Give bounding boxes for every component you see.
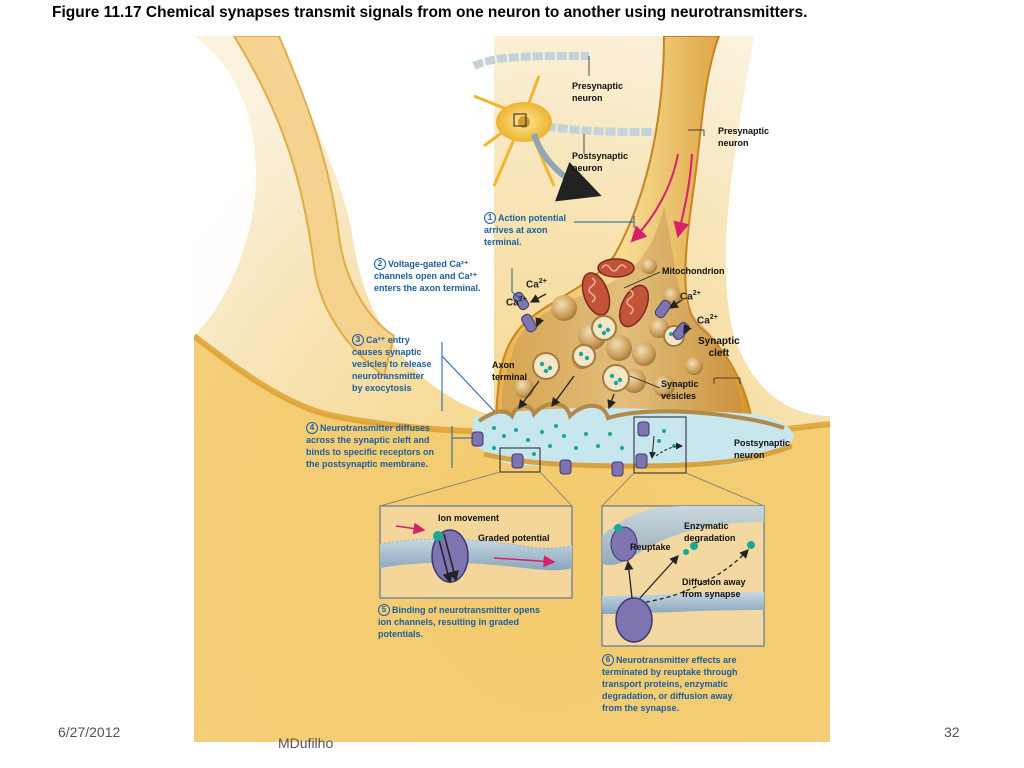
synaptic-vesicles <box>514 258 703 398</box>
footer-page-number: 32 <box>944 724 960 740</box>
neuron-thumbnail <box>472 52 655 202</box>
mitochondrion-3 <box>618 284 650 328</box>
label-graded-potential: Graded potential <box>478 533 550 543</box>
ca-label-3: Ca2+ <box>680 290 701 303</box>
label-mitochondrion: Mitochondrion <box>662 266 725 276</box>
ca-label-4: Ca2+ <box>697 314 718 327</box>
ca-label-2: Ca2+ <box>506 296 527 309</box>
footer-author: MDufilho <box>278 735 334 751</box>
inset-marker-left <box>499 447 541 473</box>
footer-date: 6/27/2012 <box>58 724 121 740</box>
mitochondrion-2 <box>581 272 611 316</box>
ca-label-1: Ca2+ <box>526 278 547 291</box>
neurotransmitter-molecules <box>492 424 676 456</box>
mitochondrion-1 <box>597 258 635 278</box>
label-reuptake: Reuptake <box>630 542 671 552</box>
inset-marker-right <box>633 416 687 474</box>
inset-ion-movement <box>379 505 573 599</box>
label-ion-movement: Ion movement <box>438 513 500 523</box>
inset-termination <box>601 505 765 647</box>
synapse-illustration <box>194 36 830 742</box>
page-title: Figure 11.17 Chemical synapses transmit … <box>52 4 808 21</box>
synaptic-cleft <box>472 408 794 466</box>
postsynaptic-receptors <box>471 421 650 477</box>
